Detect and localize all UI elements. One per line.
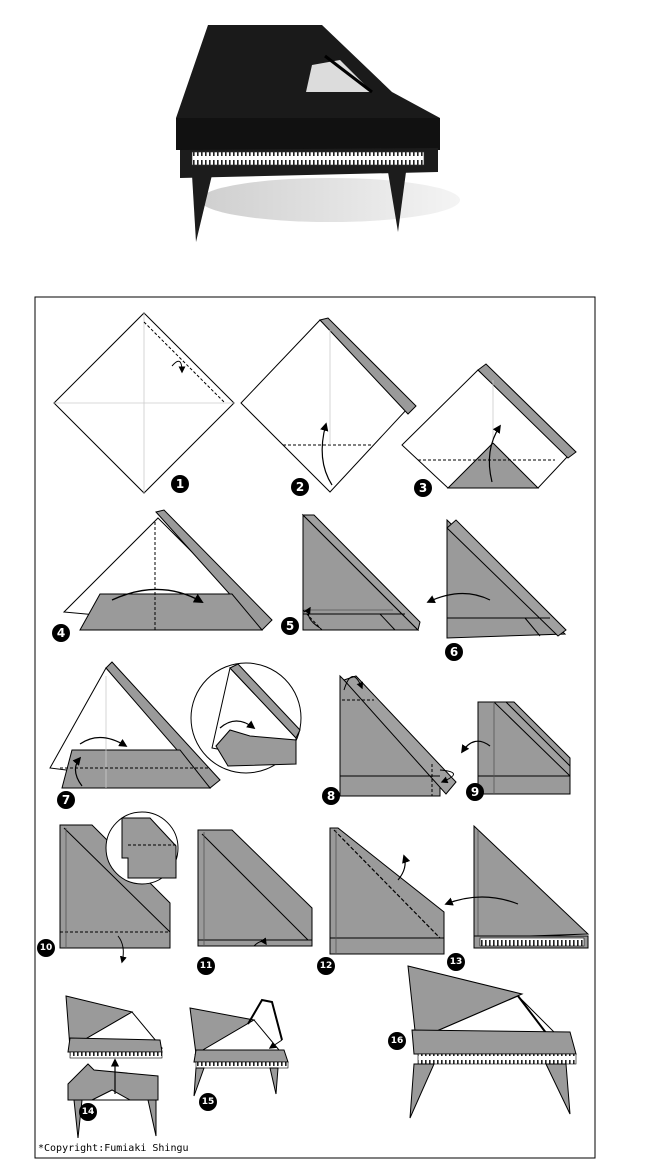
step-badge-2: 2	[291, 478, 309, 496]
step-number: 9	[471, 785, 479, 799]
step-badge-9: 9	[466, 783, 484, 801]
step-number: 12	[320, 961, 333, 971]
step-badge-10: 10	[37, 939, 55, 957]
step-badge-4: 4	[52, 624, 70, 642]
step-badge-8: 8	[322, 787, 340, 805]
step-10-diagram	[59, 811, 179, 964]
step-13-diagram	[444, 824, 590, 949]
photo-leg-left	[192, 175, 212, 242]
step-number: 5	[286, 619, 294, 633]
photo-lid-prop	[324, 54, 373, 94]
step-badge-5: 5	[281, 617, 299, 635]
step-badge-3: 3	[414, 479, 432, 497]
step-number: 11	[200, 961, 213, 971]
step-number: 16	[391, 1036, 404, 1046]
step-badge-7: 7	[57, 791, 75, 809]
step-number: 3	[419, 481, 427, 495]
step-number: 7	[62, 793, 70, 807]
step-6-diagram	[426, 518, 567, 639]
photo-leg-right	[388, 172, 406, 232]
step-5-diagram	[301, 513, 421, 631]
step-7-diagram	[49, 661, 221, 789]
step-number: 6	[450, 645, 458, 659]
step-badge-1: 1	[171, 475, 189, 493]
step-badge-11: 11	[197, 957, 215, 975]
step-badge-13: 13	[447, 953, 465, 971]
step-4-diagram	[62, 509, 273, 631]
step-number: 8	[327, 789, 335, 803]
step-9-diagram	[461, 701, 571, 795]
step-number: 13	[450, 957, 463, 967]
step-number: 15	[202, 1097, 215, 1107]
step-badge-16: 16	[388, 1032, 406, 1050]
step-number: 10	[40, 943, 53, 953]
instructions-frame	[34, 296, 596, 1159]
step-8-diagram	[339, 674, 457, 797]
step-11-diagram	[197, 829, 313, 947]
photo-body-side	[176, 118, 440, 150]
photo-shadow	[200, 178, 460, 222]
step-1-diagram	[53, 312, 235, 494]
step-number: 2	[296, 480, 304, 494]
step-number: 1	[176, 477, 184, 491]
photo-lid	[176, 25, 440, 118]
step-badge-15: 15	[199, 1093, 217, 1111]
step-14-diagram	[65, 995, 164, 1139]
step-number: 4	[57, 626, 65, 640]
step-7-detail-circle	[190, 662, 302, 774]
step-16-diagram	[407, 965, 577, 1119]
step-badge-14: 14	[79, 1103, 97, 1121]
step-badge-6: 6	[445, 643, 463, 661]
finished-piano-photo	[176, 25, 460, 242]
step-15-diagram	[189, 998, 289, 1097]
copyright-text: *Copyright:Fumiaki Shingu	[38, 1143, 189, 1154]
step-number: 14	[82, 1107, 95, 1117]
photo-keyboard	[191, 151, 425, 166]
step-2-diagram	[240, 317, 417, 493]
step-badge-12: 12	[317, 957, 335, 975]
photo-lid-opening	[306, 60, 372, 92]
step-12-diagram	[329, 827, 445, 955]
step-3-diagram	[401, 363, 577, 489]
